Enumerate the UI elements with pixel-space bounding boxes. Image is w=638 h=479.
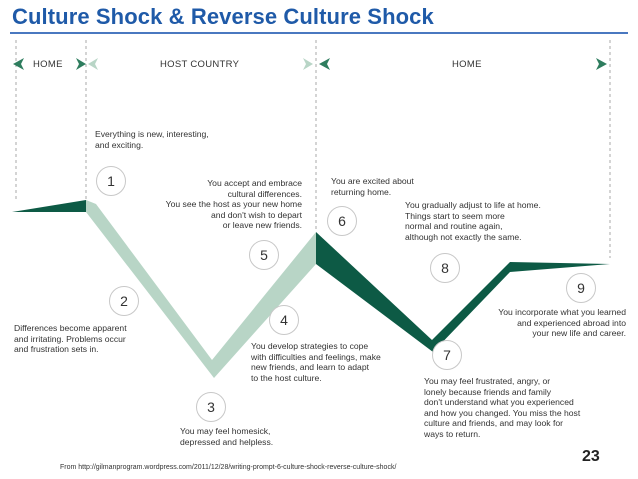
- step-6-circle: 6: [327, 206, 357, 236]
- reverse-culture-shock-band: [316, 232, 610, 352]
- arrow-right-icon: [303, 58, 313, 70]
- step-8-circle: 8: [430, 253, 460, 283]
- step-8-text: You gradually adjust to life at home. Th…: [405, 200, 541, 242]
- step-7-text: You may feel frustrated, angry, or lonel…: [424, 376, 581, 439]
- source-citation: From http://gilmanprogram.wordpress.com/…: [60, 464, 397, 471]
- step-2-text: Differences become apparent and irritati…: [14, 323, 127, 355]
- section-label-home-right: HOME: [452, 59, 482, 70]
- section-label-host-country: HOST COUNTRY: [160, 59, 240, 70]
- step-3-circle: 3: [196, 392, 226, 422]
- step-4-circle: 4: [269, 305, 299, 335]
- arrow-left-icon: [13, 58, 24, 70]
- step-4-text: You develop strategies to cope with diff…: [251, 341, 381, 383]
- arrow-right-icon: [596, 58, 607, 70]
- section-label-home-left: HOME: [33, 59, 63, 70]
- step-9-circle: 9: [566, 273, 596, 303]
- step-6-text: You are excited about returning home.: [331, 176, 414, 197]
- step-1-circle: 1: [96, 166, 126, 196]
- step-9-text: You incorporate what you learned and exp…: [498, 307, 626, 339]
- arrow-left-icon: [88, 58, 98, 70]
- step-2-circle: 2: [109, 286, 139, 316]
- step-3-text: You may feel homesick, depressed and hel…: [180, 426, 274, 447]
- slide-title: Culture Shock & Reverse Culture Shock: [12, 4, 434, 29]
- culture-shock-band: [86, 200, 316, 378]
- page-number: 23: [582, 448, 600, 465]
- step-7-circle: 7: [432, 340, 462, 370]
- step-5-text: You accept and embrace cultural differen…: [165, 178, 302, 231]
- step-1-text: Everything is new, interesting, and exci…: [95, 129, 209, 150]
- home-start-band: [12, 200, 86, 212]
- title-underline: [10, 32, 628, 34]
- step-5-circle: 5: [249, 240, 279, 270]
- arrow-left-icon: [319, 58, 330, 70]
- arrow-right-icon: [76, 58, 86, 70]
